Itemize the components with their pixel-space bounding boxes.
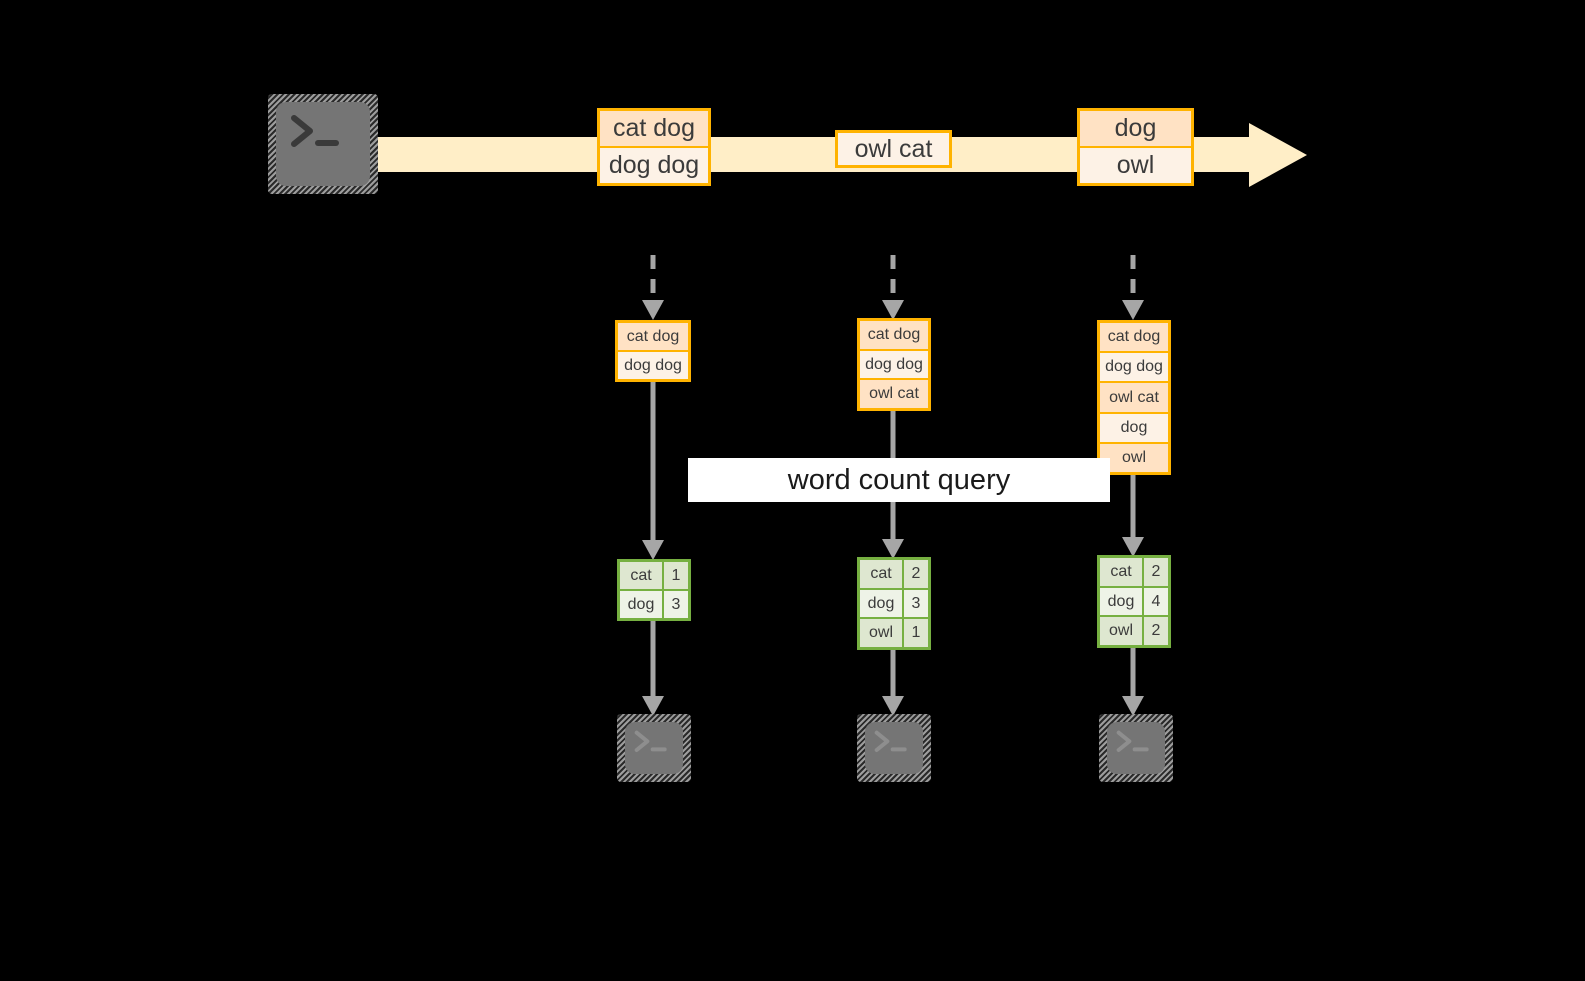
stream-event-box: owl cat — [835, 130, 952, 168]
result-table-row: dog 4 — [1100, 585, 1168, 616]
stream-arrowhead-icon — [1249, 123, 1307, 187]
query-label: word count query — [787, 463, 1011, 496]
result-word: cat — [1100, 558, 1144, 586]
stream-event-box: dog owl — [1077, 108, 1194, 186]
input-table-row: cat dog — [860, 321, 928, 349]
input-table-row: cat dog — [1100, 323, 1168, 352]
result-word: dog — [1100, 587, 1144, 616]
stream-to-table-connector — [878, 255, 908, 320]
input-table-row: dog dog — [618, 350, 688, 379]
result-word: cat — [860, 560, 904, 588]
result-count: 1 — [904, 619, 928, 648]
input-table: cat dog dog dog owl cat — [857, 318, 931, 411]
query-label-band: word count query — [688, 458, 1110, 502]
input-table: cat dog dog dog owl cat dog owl — [1097, 320, 1171, 475]
source-terminal-body — [276, 102, 370, 186]
stream-to-table-connector — [638, 255, 668, 320]
result-to-sink-connector — [638, 621, 668, 716]
sink-terminal-icon[interactable] — [857, 714, 931, 782]
result-table: cat 1 dog 3 — [617, 559, 691, 621]
result-count: 3 — [664, 591, 688, 618]
stream-event-box: cat dog dog dog — [597, 108, 711, 186]
result-table-row: cat 2 — [860, 560, 928, 588]
stream-event-line: dog dog — [600, 146, 708, 183]
result-to-sink-connector — [1118, 648, 1148, 716]
input-table-row: cat dog — [618, 323, 688, 350]
table-to-result-connector — [638, 382, 668, 560]
result-count: 4 — [1144, 587, 1168, 616]
result-word: dog — [860, 589, 904, 618]
result-count: 2 — [1144, 558, 1168, 586]
result-count: 3 — [904, 589, 928, 618]
sink-terminal-body — [625, 722, 683, 774]
stream-event-line: owl — [1080, 146, 1191, 183]
input-table-row: owl cat — [1100, 381, 1168, 412]
sink-terminal-body — [865, 722, 923, 774]
result-table-row: owl 2 — [1100, 615, 1168, 646]
result-word: owl — [860, 619, 904, 648]
result-word: owl — [1100, 617, 1144, 646]
table-to-result-connector — [1118, 475, 1148, 557]
stream-to-table-connector — [1118, 255, 1148, 320]
sink-terminal-icon[interactable] — [617, 714, 691, 782]
result-table-row: cat 1 — [620, 562, 688, 589]
stream-event-line: cat dog — [600, 111, 708, 146]
result-to-sink-connector — [878, 650, 908, 716]
result-table: cat 2 dog 3 owl 1 — [857, 557, 931, 650]
stream-event-line: owl cat — [838, 133, 949, 165]
result-count: 2 — [1144, 617, 1168, 646]
result-table-row: owl 1 — [860, 617, 928, 648]
result-count: 1 — [664, 562, 688, 589]
result-word: cat — [620, 562, 664, 589]
result-table: cat 2 dog 4 owl 2 — [1097, 555, 1171, 648]
input-table: cat dog dog dog — [615, 320, 691, 382]
sink-terminal-body — [1107, 722, 1165, 774]
input-table-row: owl cat — [860, 378, 928, 409]
result-word: dog — [620, 591, 664, 618]
sink-terminal-icon[interactable] — [1099, 714, 1173, 782]
input-table-row: dog dog — [1100, 351, 1168, 382]
source-terminal-icon[interactable] — [268, 94, 378, 194]
stream-event-line: dog — [1080, 111, 1191, 146]
result-table-row: cat 2 — [1100, 558, 1168, 586]
result-count: 2 — [904, 560, 928, 588]
input-table-row: dog — [1100, 411, 1168, 442]
result-table-row: dog 3 — [620, 589, 688, 618]
input-table-row: dog dog — [860, 348, 928, 379]
input-table-row: owl — [1100, 441, 1168, 473]
result-table-row: dog 3 — [860, 587, 928, 618]
